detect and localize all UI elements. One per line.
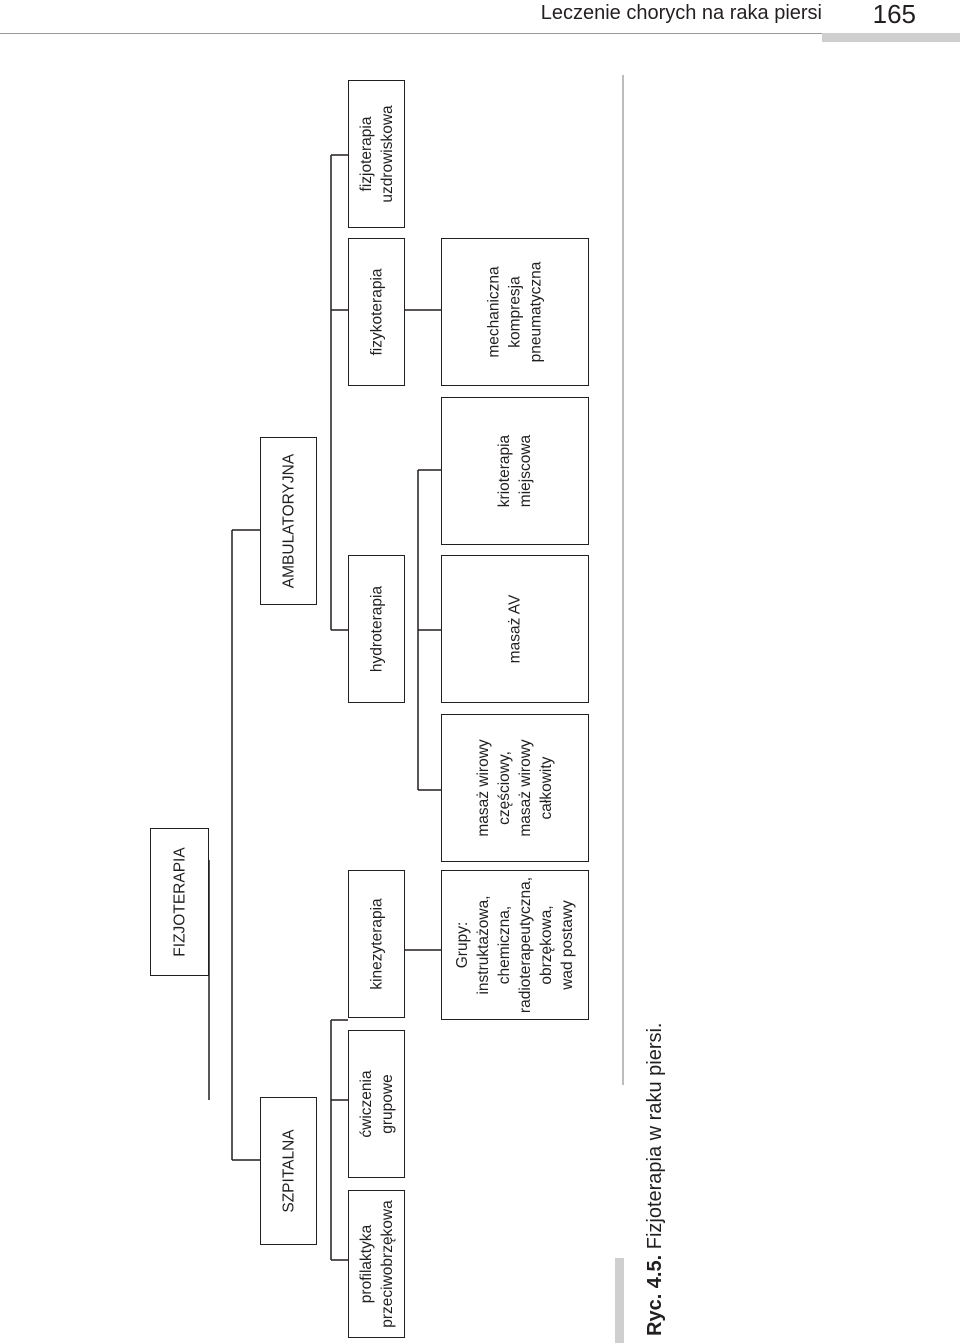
caption-number: Ryc. 4.5. <box>644 1254 666 1336</box>
node-profilaktyka: profilaktyka przeciwobrzękowa <box>348 1190 405 1338</box>
node-label: ćwiczenia grupowe <box>357 1070 396 1138</box>
node-label: masaż wirowy częściowy, masaż wirowy cał… <box>475 739 555 837</box>
node-label: profilaktyka przeciwobrzękowa <box>357 1200 396 1328</box>
node-label: masaż AV <box>506 594 524 664</box>
caption-text: Fizjoterapia w raku piersi. <box>644 1022 666 1255</box>
node-grupy: Grupy: instruktażowa, chemiczna, radiote… <box>441 870 589 1020</box>
node-hydroterapia: hydroterapia <box>348 555 405 703</box>
node-masaz-av: masaż AV <box>441 555 589 703</box>
node-krioterapia: krioterapia miejscowa <box>441 397 589 545</box>
branch-node-ambulatoryjna: AMBULATORYJNA <box>260 437 317 605</box>
page-number: 165 <box>872 0 916 29</box>
node-label: Grupy: instruktażowa, chemiczna, radiote… <box>454 876 576 1014</box>
node-label: AMBULATORYJNA <box>280 453 297 589</box>
node-label: hydroterapia <box>368 585 385 673</box>
node-masaz-wirowy: masaż wirowy częściowy, masaż wirowy cał… <box>441 714 589 862</box>
node-label: FIZJOTERAPIA <box>171 847 188 957</box>
header-accent-bar <box>822 33 960 42</box>
node-label: fizykoterapia <box>368 268 385 356</box>
node-fizjoterapia-uzdrowiskowa: fizjoterapia uzdrowiskowa <box>348 80 405 228</box>
node-fizykoterapia: fizykoterapia <box>348 238 405 386</box>
node-label: krioterapia miejscowa <box>496 434 534 508</box>
figure-caption: Ryc. 4.5. Fizjoterapia w raku piersi. <box>644 1023 667 1336</box>
root-node-fizjoterapia: FIZJOTERAPIA <box>150 828 209 976</box>
node-kompresja: mechaniczna kompresja pneumatyczna <box>441 238 589 386</box>
node-kinezyterapia: kinezyterapia <box>348 870 405 1018</box>
caption-rule <box>622 75 624 1085</box>
node-label: fizjoterapia uzdrowiskowa <box>357 105 396 203</box>
branch-node-szpitalna: SZPITALNA <box>260 1097 317 1245</box>
running-title: Leczenie chorych na raka piersi <box>540 2 822 24</box>
node-label: SZPITALNA <box>280 1129 297 1213</box>
node-label: mechaniczna kompresja pneumatyczna <box>485 261 545 363</box>
node-cwiczenia-grupowe: ćwiczenia grupowe <box>348 1030 405 1178</box>
node-label: kinezyterapia <box>368 898 385 990</box>
caption-accent-bar <box>615 1258 624 1343</box>
header-rule <box>0 33 960 34</box>
